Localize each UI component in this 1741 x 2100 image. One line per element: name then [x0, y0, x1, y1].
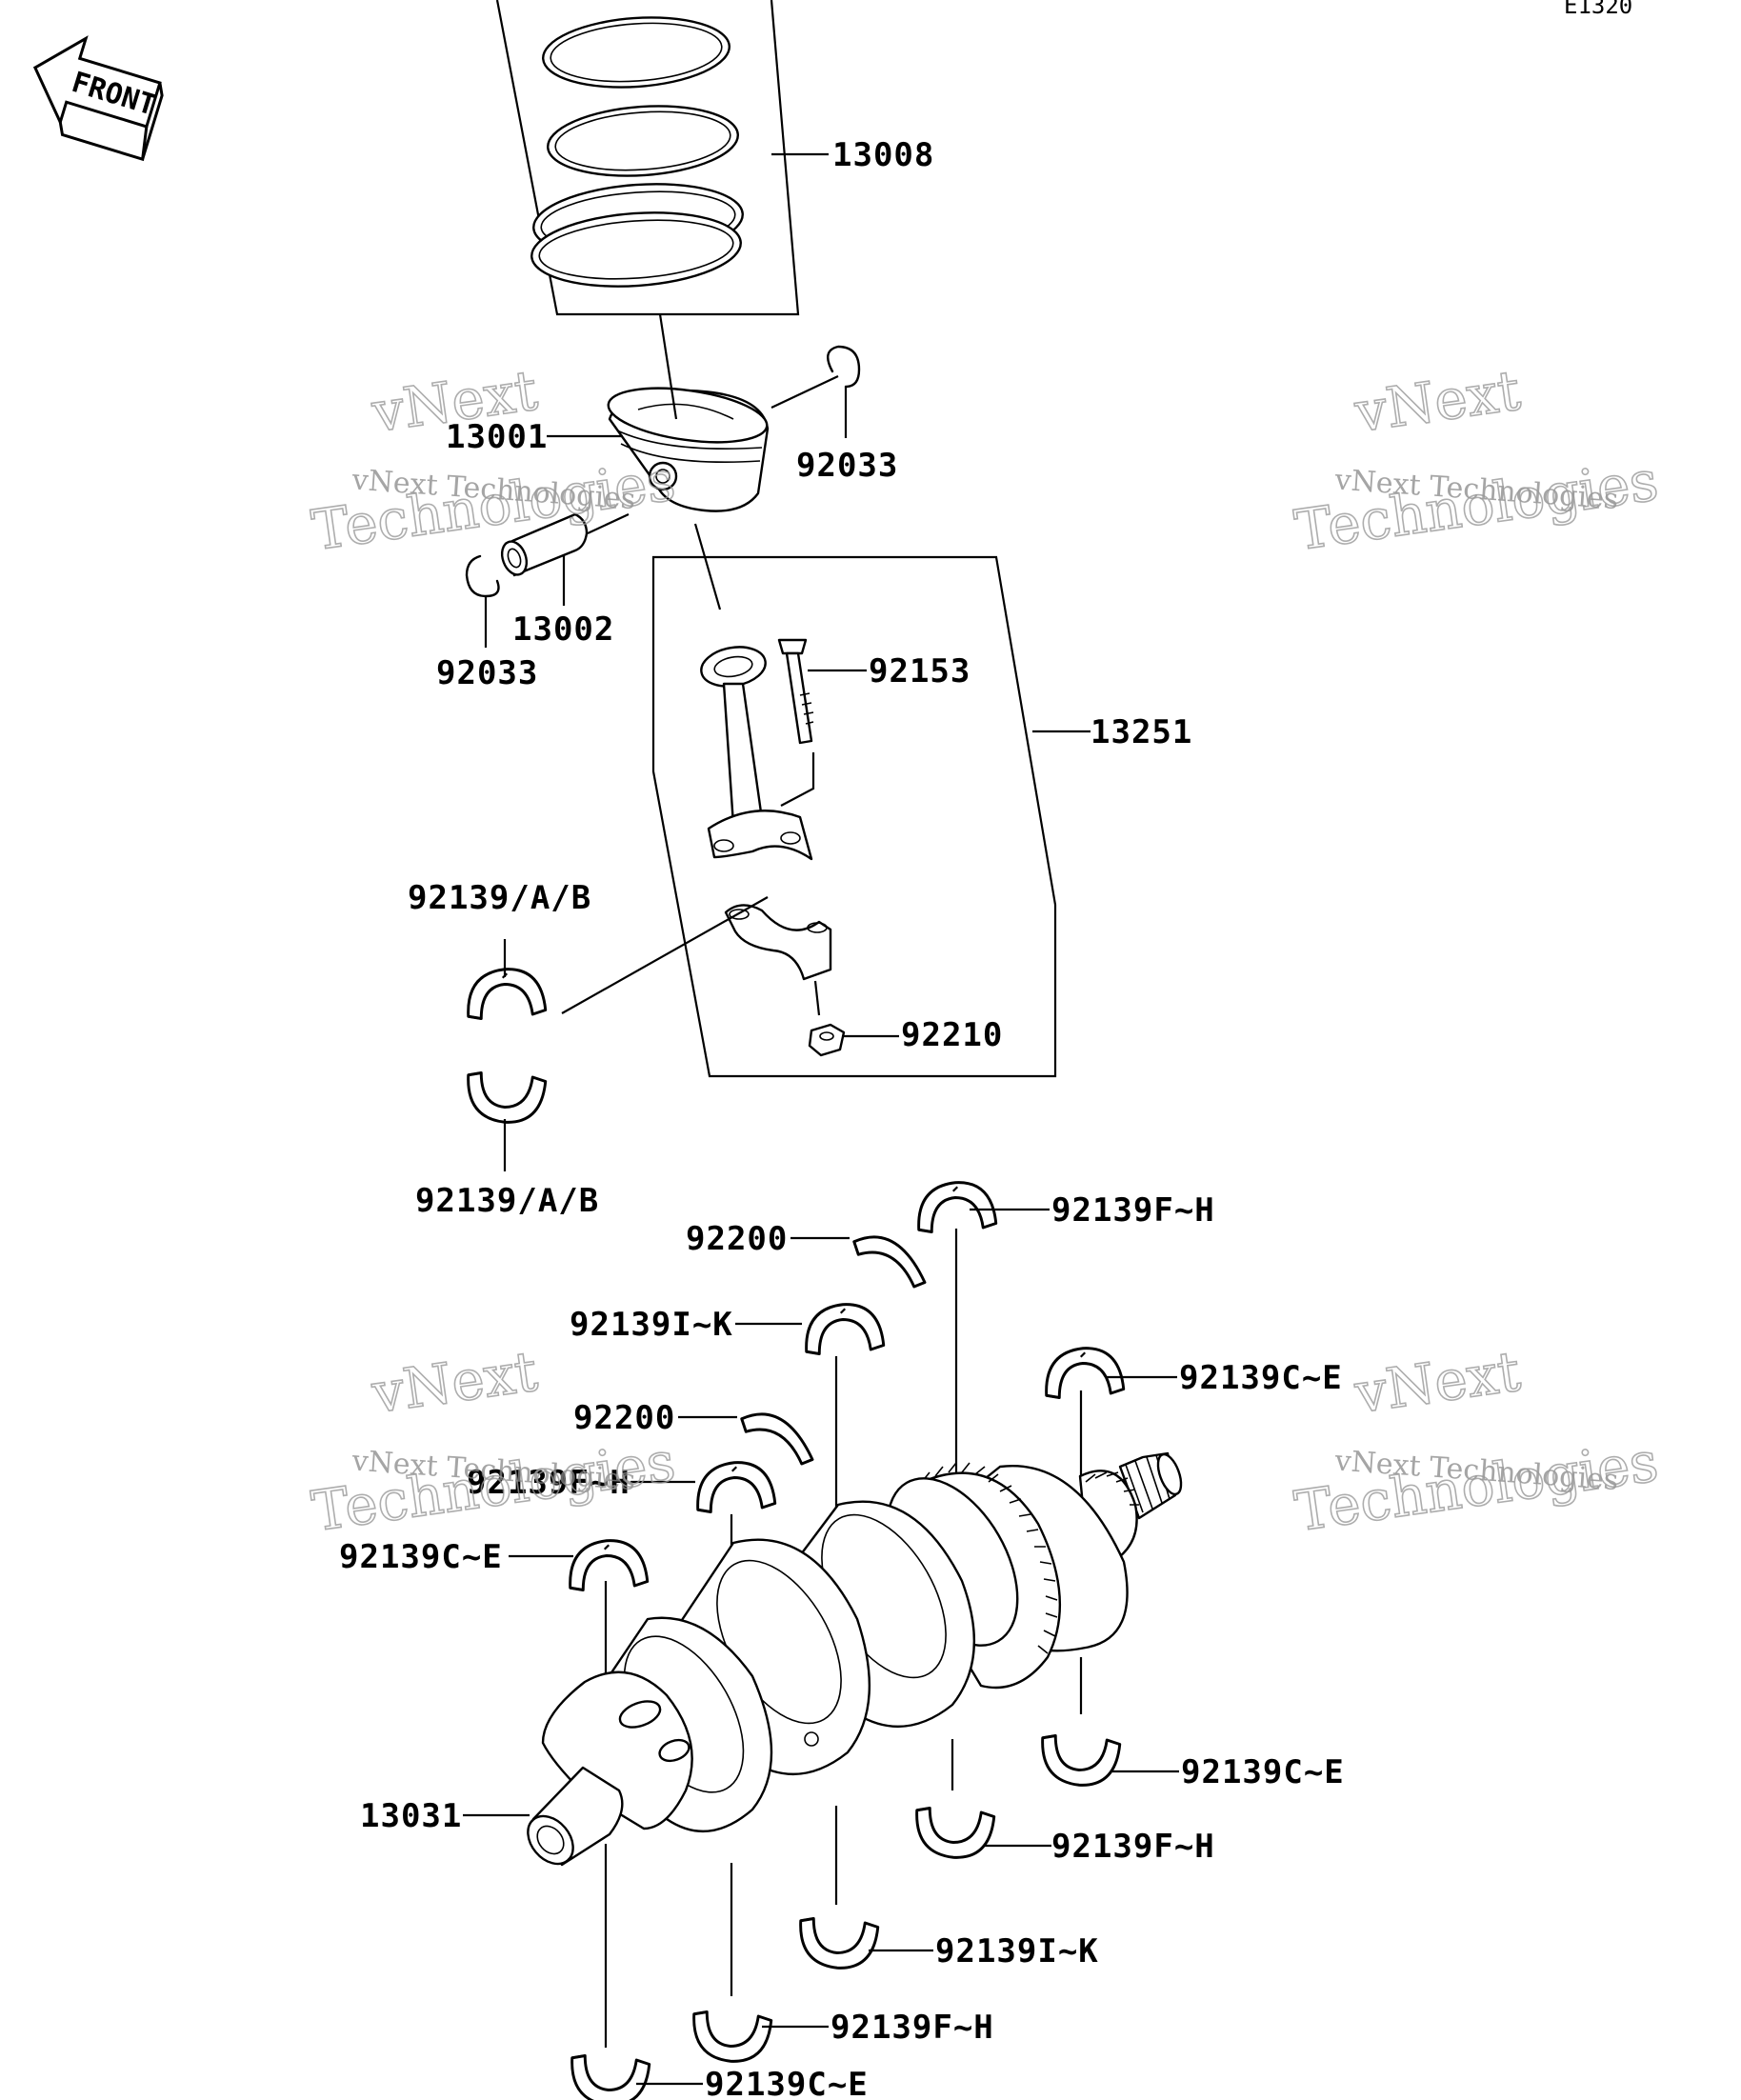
- main-bearing-ik-2: [799, 1917, 880, 1970]
- rod-bolt: [777, 638, 814, 745]
- callout-92139fh-3[interactable]: 92139F~H: [1051, 1828, 1215, 1866]
- piston: [607, 387, 770, 512]
- connecting-rod: [700, 646, 813, 861]
- diagram-code: E1320: [1564, 0, 1632, 19]
- main-bearing-ce-1: [1045, 1347, 1126, 1399]
- circlip-right: [827, 345, 861, 389]
- crankshaft: [527, 1451, 1183, 1867]
- callout-92200-1[interactable]: 92200: [686, 1220, 788, 1258]
- callout-92210[interactable]: 92210: [901, 1016, 1003, 1054]
- callout-92153[interactable]: 92153: [869, 652, 971, 690]
- rod-nut: [808, 1023, 846, 1057]
- svg-text:vNext: vNext: [1351, 1339, 1525, 1427]
- main-bearing-fh-1: [917, 1181, 998, 1233]
- rod-bearing-lower: [467, 1071, 548, 1124]
- callout-92139ik-1[interactable]: 92139I~K: [570, 1306, 733, 1344]
- main-bearing-fh-3: [915, 1807, 996, 1859]
- callout-92139ab-bot[interactable]: 92139/A/B: [415, 1182, 599, 1220]
- main-bearing-fh-2: [696, 1461, 777, 1513]
- callout-92139ce-3[interactable]: 92139C~E: [1181, 1753, 1345, 1791]
- rod-cap: [724, 904, 832, 981]
- callout-92139ce-1[interactable]: 92139C~E: [1179, 1359, 1343, 1397]
- thrust-washer-2: [740, 1412, 814, 1466]
- main-bearing-ce-3: [1041, 1734, 1122, 1787]
- callout-13002[interactable]: 13002: [512, 610, 614, 649]
- callout-92200-2[interactable]: 92200: [573, 1399, 675, 1437]
- main-bearing-ik-1: [805, 1303, 886, 1355]
- main-bearing-ce-4: [570, 2054, 651, 2100]
- callout-92139ce-4[interactable]: 92139C~E: [705, 2066, 869, 2100]
- watermark-4: vNext vNext Technologies Technologies: [1291, 1338, 1663, 1545]
- callout-92139ab-top[interactable]: 92139/A/B: [408, 879, 591, 917]
- front-arrow-icon: FRONT: [32, 35, 164, 162]
- callout-92033-a[interactable]: 92033: [796, 447, 898, 485]
- callout-92139fh-2[interactable]: 92139F~H: [467, 1464, 630, 1502]
- svg-text:vNext: vNext: [368, 1339, 542, 1427]
- callout-92139fh-4[interactable]: 92139F~H: [830, 2009, 994, 2047]
- thrust-washer-1: [852, 1235, 927, 1289]
- piston-pin: [500, 512, 589, 577]
- rod-bearing-upper: [467, 968, 548, 1020]
- callout-92139ce-2[interactable]: 92139C~E: [339, 1538, 503, 1576]
- watermark-2: vNext vNext Technologies Technologies: [1291, 357, 1663, 564]
- callout-13031[interactable]: 13031: [360, 1797, 462, 1835]
- callout-92033-b[interactable]: 92033: [436, 654, 538, 692]
- piston-ring-set: [495, 0, 800, 316]
- callout-92139ik-2[interactable]: 92139I~K: [935, 1932, 1099, 1970]
- callout-13008[interactable]: 13008: [832, 136, 934, 174]
- callout-92139fh-1[interactable]: 92139F~H: [1051, 1191, 1215, 1230]
- circlip-left: [465, 554, 500, 598]
- main-bearing-fh-4: [692, 2010, 773, 2063]
- callout-13001[interactable]: 13001: [446, 418, 548, 456]
- callout-13251[interactable]: 13251: [1091, 713, 1192, 751]
- main-bearing-ce-2: [569, 1539, 650, 1591]
- svg-text:vNext: vNext: [1351, 358, 1525, 446]
